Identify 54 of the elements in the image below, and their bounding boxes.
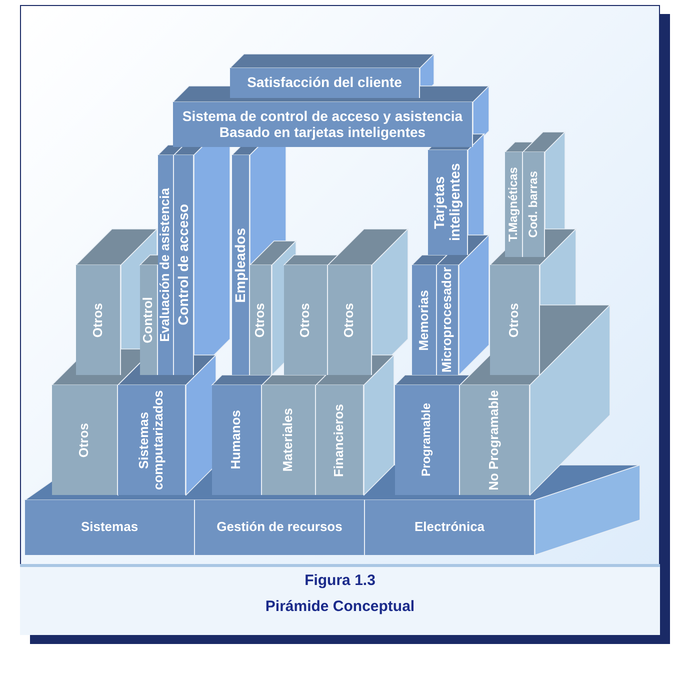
block-label: Microprocesador — [440, 267, 455, 373]
block — [328, 265, 372, 375]
block — [490, 265, 540, 375]
block — [174, 155, 194, 375]
block-label: Otros — [253, 302, 268, 338]
block-label: Financieros — [332, 404, 347, 476]
block-label: Empleados — [232, 228, 248, 302]
block-label: Electrónica — [414, 520, 485, 535]
block — [52, 385, 118, 495]
block-label: Otros — [298, 302, 313, 338]
bar — [365, 500, 535, 555]
block-label: Sistemas — [80, 520, 138, 535]
block-label: Humanos — [229, 410, 244, 470]
block-label: Programable — [420, 403, 434, 477]
block — [505, 152, 523, 257]
block — [460, 385, 530, 495]
block-label: Satisfacción del cliente — [247, 75, 402, 91]
block-label: No Programable — [487, 390, 502, 490]
figure-caption: Pirámide Conceptual — [264, 598, 416, 615]
block-label: Sistemas computarizados — [137, 389, 166, 492]
bar — [230, 68, 420, 98]
block-label: Materiales — [281, 408, 296, 472]
block — [118, 385, 186, 495]
block-label: Memorias — [416, 290, 432, 350]
bar — [195, 500, 365, 555]
block — [284, 265, 328, 375]
block — [523, 152, 545, 257]
block-label: Evaluación de asistencia — [158, 188, 173, 342]
block-label: Otros — [507, 302, 522, 338]
figure-number: Figura 1.3 — [304, 572, 376, 589]
bar — [25, 500, 195, 555]
block-label: Control — [141, 296, 156, 344]
block — [262, 385, 316, 495]
block-label: Otros — [90, 302, 106, 338]
block — [76, 265, 121, 375]
block-label: Tarjetas inteligentes — [432, 162, 463, 244]
block — [158, 155, 174, 375]
block — [250, 265, 272, 375]
block-label: Gestión de recursos — [216, 520, 342, 535]
block — [140, 265, 158, 375]
block — [428, 150, 468, 255]
block — [316, 385, 364, 495]
block — [232, 155, 250, 375]
block-label: Control de acceso — [176, 204, 192, 326]
block-label: Otros — [342, 302, 357, 338]
block-label: Sistema de control de acceso y asistencia Basado en tarjetas inteligentes — [181, 109, 464, 140]
block — [212, 385, 262, 495]
bar — [173, 102, 473, 147]
block-label: T.Magnéticas — [506, 167, 520, 242]
block-label: Cod. barras — [526, 171, 540, 238]
block — [412, 265, 437, 375]
block-label: Otros — [77, 422, 92, 458]
block — [395, 385, 460, 495]
block — [437, 265, 459, 375]
